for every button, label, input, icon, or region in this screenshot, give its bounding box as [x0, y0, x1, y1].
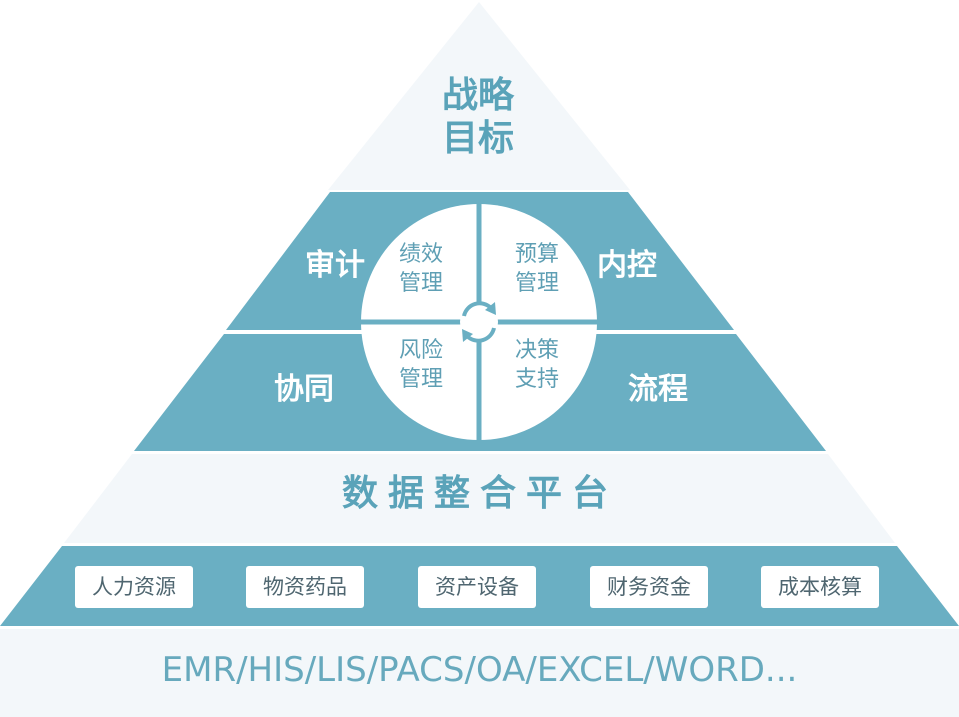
quadrant-decision-line-2: 支持: [514, 366, 559, 392]
footer-systems: EMR/HIS/LIS/PACS/OA/EXCEL/WORD...: [161, 650, 798, 690]
apex-title-line-2: 目标: [441, 118, 514, 160]
source-chip-materials: 物资药品: [246, 566, 364, 608]
corner-label-audit: 审计: [305, 248, 365, 283]
corner-label-internal-control: 内控: [597, 248, 657, 283]
quadrant-performance-line-1: 绩效: [398, 242, 443, 267]
quadrant-budget-line-1: 预算: [514, 242, 559, 267]
apex-title-line-1: 战略: [441, 75, 514, 116]
quadrant-performance-line-2: 管理: [398, 270, 443, 296]
apex-triangle: [328, 2, 630, 190]
corner-label-process: 流程: [628, 372, 688, 407]
source-chip-assets: 资产设备: [418, 566, 536, 608]
quadrant-risk-line-1: 风险: [398, 338, 443, 363]
corner-label-collaboration: 协同: [274, 372, 334, 407]
platform-band: [64, 454, 895, 543]
platform-title: 数据整合平台: [341, 473, 618, 514]
quadrant-budget-line-2: 管理: [514, 270, 559, 296]
source-chip-finance: 财务资金: [590, 566, 708, 608]
quadrant-decision-line-1: 决策: [514, 338, 559, 363]
quadrant-risk-line-2: 管理: [398, 366, 443, 392]
footer-band: [0, 629, 959, 717]
quadrant-decision: 决策 支持: [497, 337, 577, 394]
apex-title: 战略 目标: [418, 74, 538, 160]
source-chip-hr: 人力资源: [75, 566, 193, 608]
quadrant-performance: 绩效 管理: [381, 241, 461, 298]
refresh-cycle-icon: [460, 301, 498, 343]
quadrant-risk: 风险 管理: [381, 337, 461, 394]
quadrant-budget: 预算 管理: [497, 241, 577, 298]
source-chip-costing: 成本核算: [761, 566, 879, 608]
